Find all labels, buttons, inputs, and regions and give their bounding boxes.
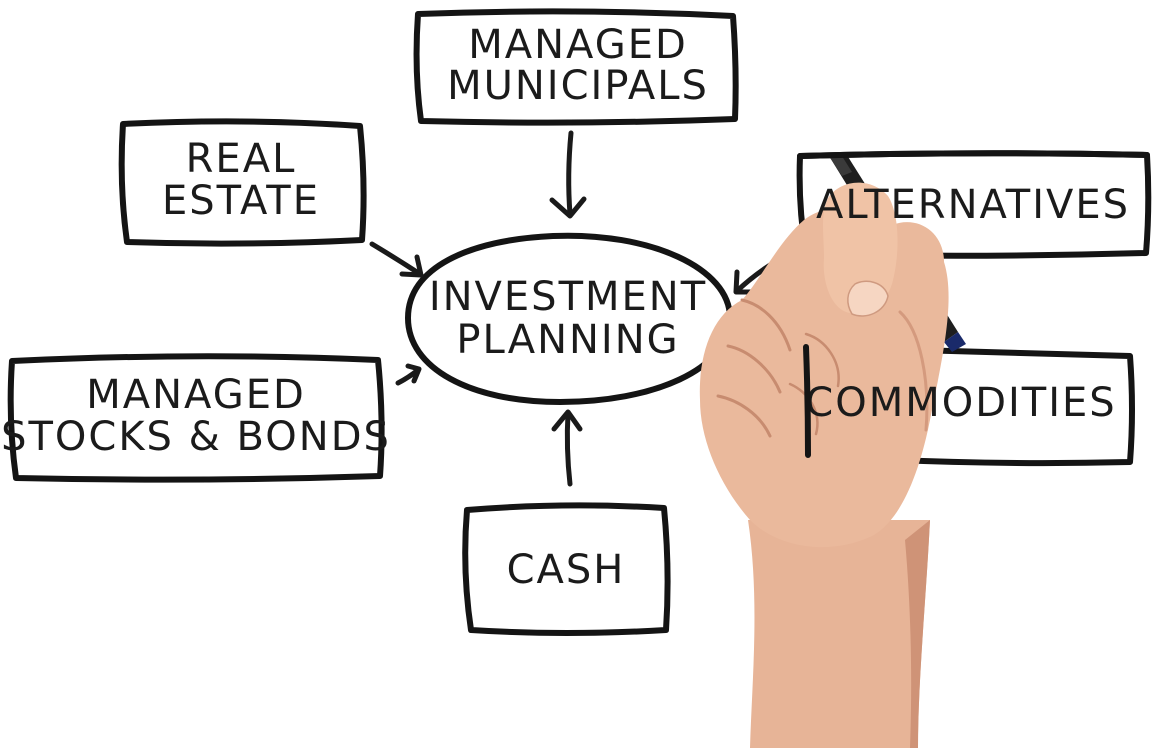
- edge-managed-municipals-to-center: [549, 130, 587, 219]
- node-label-line: MUNICIPALS: [447, 63, 709, 109]
- node-label-line: MANAGED: [468, 22, 688, 68]
- center-label-line: PLANNING: [456, 317, 679, 363]
- node-label-line: ALTERNATIVES: [816, 182, 1130, 228]
- node-managed-municipals: MANAGED MUNICIPALS: [413, 8, 739, 126]
- node-label-line: REAL: [186, 136, 297, 182]
- center-label-line: INVESTMENT: [429, 274, 707, 320]
- node-label-line: MANAGED: [86, 372, 306, 418]
- edge-real-estate-to-center: [369, 241, 424, 278]
- center-node-investment-planning: INVESTMENT PLANNING: [405, 232, 733, 405]
- node-label-line: COMMODITIES: [805, 380, 1116, 426]
- edge-cash-to-center: [551, 409, 583, 487]
- hand-holding-marker-icon: [699, 152, 966, 748]
- node-real-estate: REAL ESTATE: [118, 118, 367, 247]
- node-label-line: STOCKS & BONDS: [1, 414, 391, 460]
- node-managed-stocks-bonds: MANAGED STOCKS & BONDS: [1, 353, 391, 483]
- edge-managed-stocks-bonds-to-center: [395, 363, 422, 386]
- node-label-line: CASH: [507, 547, 626, 593]
- node-label-line: ESTATE: [162, 178, 320, 224]
- node-cash: CASH: [462, 502, 671, 636]
